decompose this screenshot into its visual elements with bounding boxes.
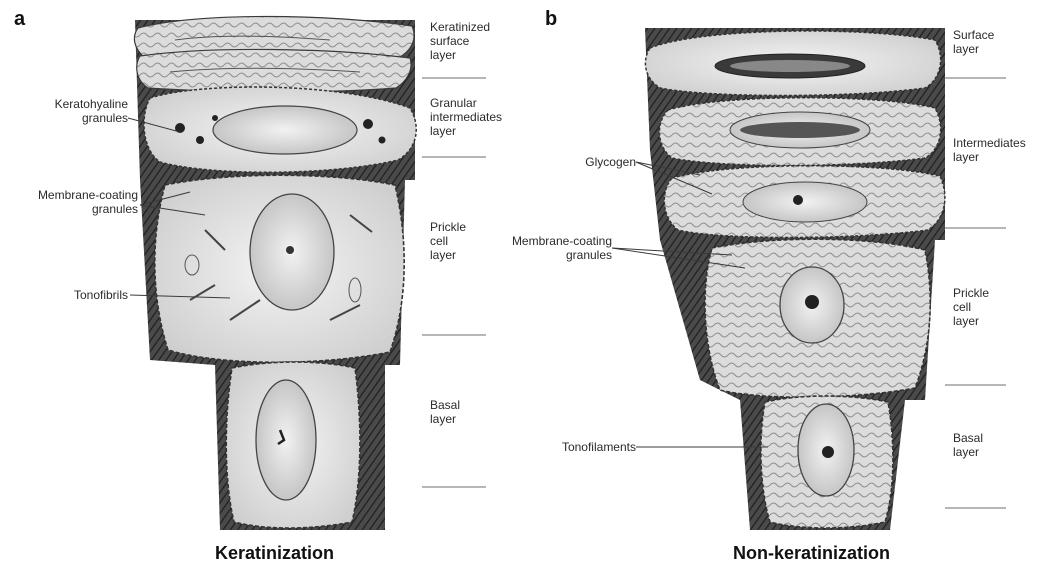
label-line: cell	[953, 300, 989, 314]
label-line: layer	[430, 48, 490, 62]
panel-a-callout-tonofibrils: Tonofibrils	[20, 288, 128, 302]
label-line: granules	[20, 111, 128, 125]
label-line: Basal	[430, 398, 460, 412]
label-line: Glycogen	[548, 155, 636, 169]
label-line: Tonofibrils	[20, 288, 128, 302]
label-line: layer	[953, 445, 983, 459]
panel-a-granular-cell	[144, 87, 416, 172]
label-line: granules	[0, 202, 138, 216]
panel-a-caption: Keratinization	[215, 543, 334, 564]
label-line: Keratinized	[430, 20, 490, 34]
label-line: layer	[430, 248, 466, 262]
panel-a-callout-keratohyaline: Keratohyaline granules	[20, 97, 128, 125]
panel-b-intermediate-cell-2	[664, 166, 945, 238]
panel-b-letter: b	[545, 8, 557, 31]
panel-b-layer-label-basal: Basal layer	[953, 431, 983, 459]
panel-a-prickle-cell	[155, 175, 404, 362]
panel-a-letter: a	[14, 8, 25, 31]
panel-a-layer-label-basal: Basal layer	[430, 398, 460, 426]
panel-a-callout-membrane-coating: Membrane-coating granules	[0, 188, 138, 216]
panel-b-callout-tonofilaments: Tonofilaments	[520, 440, 636, 454]
label-line: Surface	[953, 28, 994, 42]
panel-a-layer-label-keratinized: Keratinized surface layer	[430, 20, 490, 62]
panel-b-surface-cell	[645, 31, 940, 96]
label-line: layer	[953, 150, 1026, 164]
panel-b-intermediate-cell-1	[659, 98, 940, 166]
panel-b-layer-label-intermediates: Intermediates layer	[953, 136, 1026, 164]
label-line: layer	[430, 412, 460, 426]
panel-b-callout-membrane-coating: Membrane-coating granules	[500, 234, 612, 262]
label-line: surface	[430, 34, 490, 48]
panel-b-caption: Non-keratinization	[733, 543, 890, 564]
label-line: Prickle	[430, 220, 466, 234]
label-line: Granular	[430, 96, 502, 110]
panel-a-layer-label-prickle: Prickle cell layer	[430, 220, 466, 262]
label-line: Intermediates	[953, 136, 1026, 150]
label-line: Prickle	[953, 286, 989, 300]
panel-b-illustration	[645, 28, 945, 530]
panel-b-callout-glycogen: Glycogen	[548, 155, 636, 169]
label-line: Tonofilaments	[520, 440, 636, 454]
label-line: layer	[430, 124, 502, 138]
label-line: granules	[500, 248, 612, 262]
panel-b-layer-label-surface: Surface layer	[953, 28, 994, 56]
label-line: Membrane-coating	[500, 234, 612, 248]
panel-a-layer-label-granular: Granular intermediates layer	[430, 96, 502, 138]
label-line: intermediates	[430, 110, 502, 124]
label-line: Membrane-coating	[0, 188, 138, 202]
panel-a-basal-cell	[226, 362, 360, 528]
label-line: layer	[953, 314, 989, 328]
panel-a-illustration	[134, 17, 416, 531]
label-line: layer	[953, 42, 994, 56]
label-line: Keratohyaline	[20, 97, 128, 111]
panel-b-prickle-cell	[705, 239, 930, 397]
panel-b-layer-label-prickle: Prickle cell layer	[953, 286, 989, 328]
label-line: cell	[430, 234, 466, 248]
panel-a-keratinized-cells	[134, 17, 414, 92]
label-line: Basal	[953, 431, 983, 445]
panel-b-basal-cell	[761, 396, 893, 528]
